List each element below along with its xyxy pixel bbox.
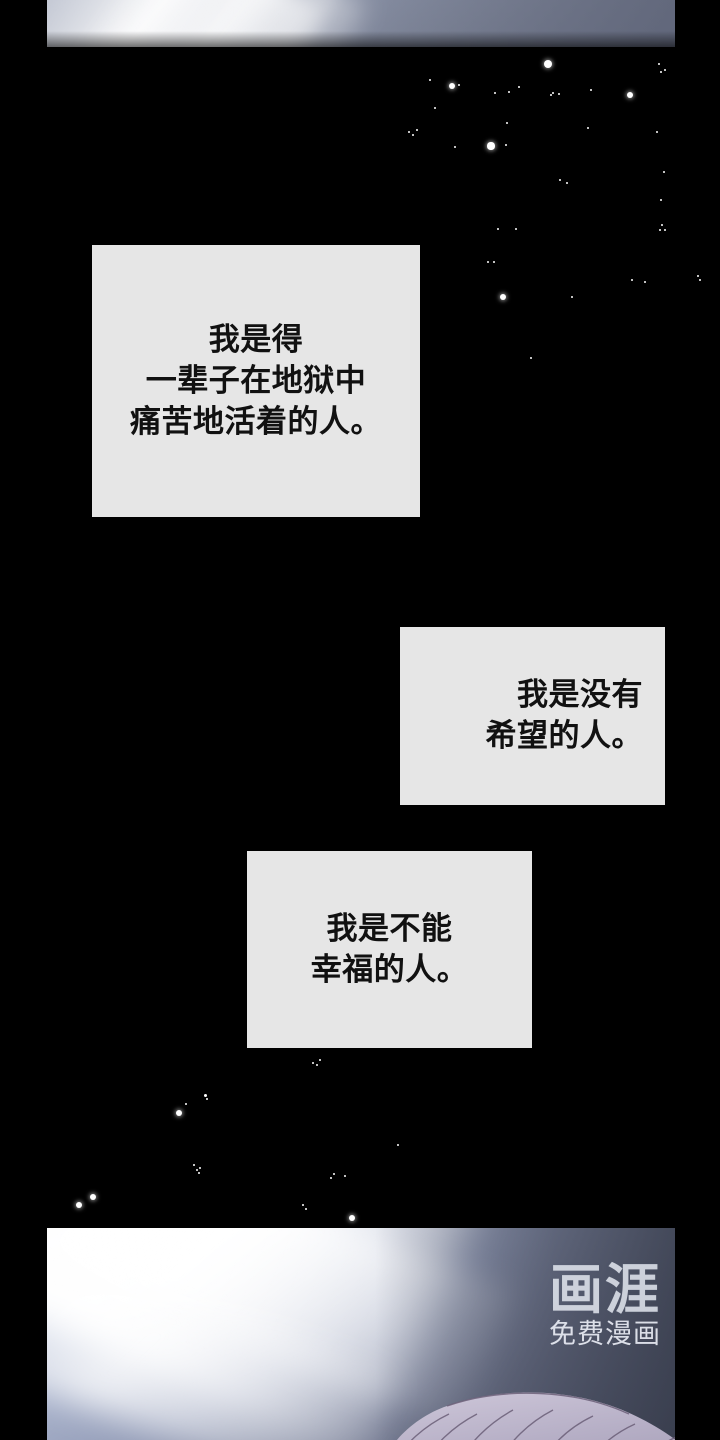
star: [558, 178, 562, 182]
star: [557, 92, 561, 96]
narration-text: 我是得 一辈子在地狱中 痛苦地活着的人。: [130, 321, 382, 440]
star: [434, 107, 436, 109]
star: [329, 1176, 333, 1180]
star: [589, 88, 593, 92]
comic-panel-bottom: [47, 1228, 675, 1440]
star: [586, 126, 590, 130]
star: [332, 1172, 336, 1176]
narration-box: 我是不能 幸福的人。: [247, 851, 532, 1048]
star: [504, 143, 508, 147]
star: [566, 182, 568, 184]
star: [407, 130, 411, 134]
star: [487, 142, 495, 150]
star: [315, 1063, 319, 1067]
star: [551, 91, 555, 95]
star: [663, 68, 667, 72]
star: [487, 261, 489, 263]
star: [349, 1215, 355, 1221]
star: [699, 279, 701, 281]
star: [663, 228, 667, 232]
star: [657, 62, 661, 66]
star: [543, 59, 553, 69]
star: [644, 281, 646, 283]
star: [198, 1172, 200, 1174]
star: [505, 121, 509, 125]
star: [656, 131, 658, 133]
star: [662, 170, 666, 174]
star: [549, 93, 553, 97]
star: [196, 1169, 198, 1171]
star: [514, 227, 518, 231]
star: [454, 146, 456, 148]
star: [530, 357, 532, 359]
star: [343, 1174, 347, 1178]
narration-box: 我是没有 希望的人。: [400, 627, 665, 805]
star: [570, 295, 574, 299]
star: [630, 278, 634, 282]
star: [428, 78, 432, 82]
narration-box: 我是得 一辈子在地狱中 痛苦地活着的人。: [92, 245, 420, 517]
star: [517, 85, 521, 89]
star: [206, 1098, 208, 1100]
star: [448, 82, 456, 90]
star: [192, 1163, 196, 1167]
star: [494, 92, 496, 94]
star: [184, 1102, 188, 1106]
character-hair: [327, 1328, 675, 1440]
star: [492, 260, 496, 264]
star: [626, 91, 634, 99]
narration-text: 我是没有 希望的人。: [485, 677, 643, 754]
star: [301, 1203, 305, 1207]
star: [499, 293, 507, 301]
star: [696, 274, 700, 278]
star: [175, 1109, 183, 1117]
star: [412, 134, 414, 136]
star: [203, 1093, 207, 1097]
star: [304, 1207, 308, 1211]
star: [397, 1144, 399, 1146]
star: [457, 83, 461, 87]
star: [507, 90, 511, 94]
star: [659, 229, 661, 231]
star: [496, 227, 500, 231]
star: [76, 1202, 82, 1208]
star: [415, 128, 419, 132]
star: [198, 1166, 202, 1170]
star: [660, 199, 662, 201]
star: [311, 1061, 315, 1065]
star: [660, 71, 662, 73]
panel-shadow-bottom: [47, 31, 675, 47]
star: [89, 1193, 97, 1201]
comic-panel-top: [47, 0, 675, 47]
narration-text: 我是不能 幸福的人。: [310, 910, 469, 988]
star: [660, 223, 664, 227]
star: [318, 1058, 322, 1062]
